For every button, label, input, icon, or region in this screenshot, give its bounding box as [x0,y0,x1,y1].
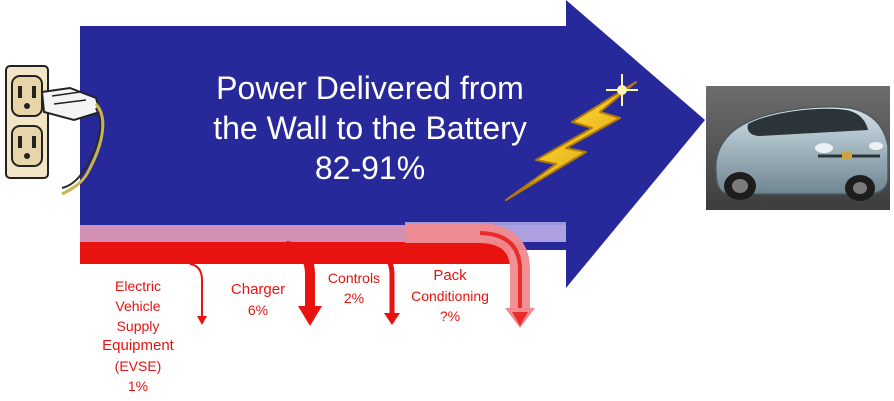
evse-tail: (EVSE) [114,358,162,374]
controls-loss-label: Controls 2% [318,268,390,308]
battery-line-3: Conditioning [411,288,489,304]
title-line-2: the Wall to the Battery [213,110,527,146]
battery-line-1: Battery [427,248,473,264]
electric-car-image [706,86,890,210]
diagram-title: Power Delivered from the Wall to the Bat… [170,68,570,188]
controls-label: Controls [327,270,381,286]
charger-loss-label: Charger 6% [216,280,300,320]
controls-value: 2% [343,290,365,306]
controls-loss-arrow [369,247,395,315]
lightning-bolt-icon [505,74,638,201]
battery-value: ?% [439,308,461,324]
charger-value: 6% [247,302,269,318]
evse-line-2: Vehicle [115,298,161,314]
charger-loss-arrow [285,241,315,310]
title-line-1: Power Delivered from [216,70,524,106]
evse-line-bold: Equipment [102,337,174,354]
wall-outlet-plug-icon [5,65,105,196]
evse-loss-label: Electric Vehicle Supply Equipment (EVSE)… [88,276,188,396]
main-power-arrow [80,0,705,288]
title-line-3: 82-91% [314,150,426,186]
battery-conditioning-loss-label: Battery Pack Conditioning ?% [400,246,500,326]
evse-line-1: Electric [115,278,161,294]
charger-label: Charger [230,281,286,298]
evse-line-3: Supply [116,318,160,334]
evse-loss-arrow [189,263,203,318]
battery-line-bold: Pack [433,267,467,284]
evse-value: 1% [127,378,149,394]
